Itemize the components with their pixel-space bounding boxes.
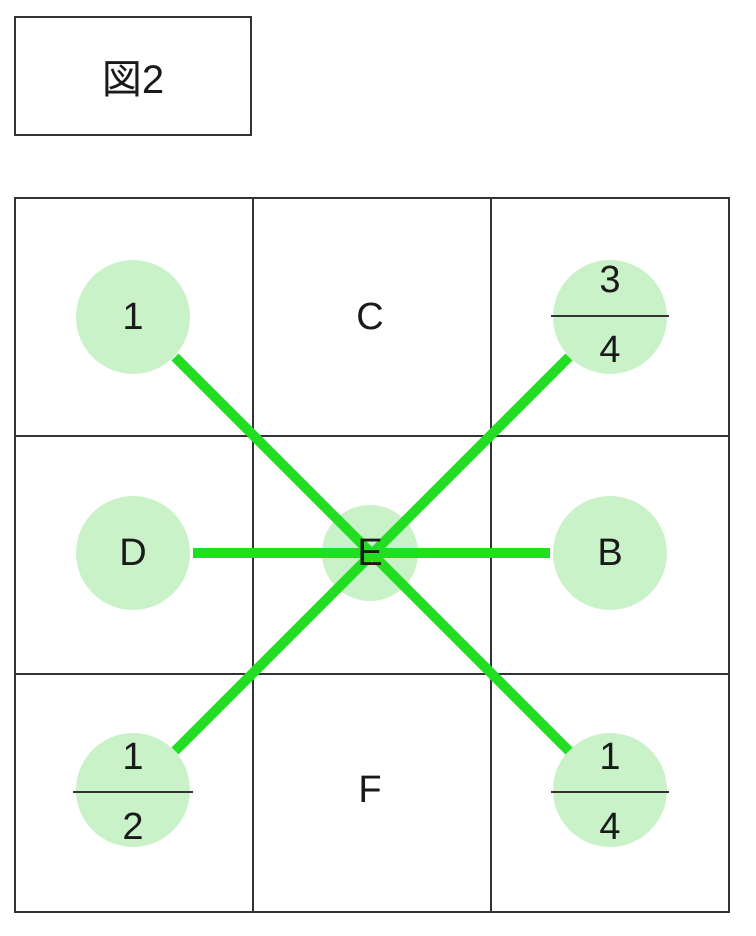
label-top-center: C: [356, 296, 383, 338]
denominator-top-right: 4: [599, 329, 620, 371]
label-middle-left: D: [119, 532, 146, 574]
circle-bottom-left: [76, 733, 190, 847]
figure-title-box: 図2: [14, 16, 252, 136]
numerator-top-right: 3: [599, 259, 620, 301]
figure-title: 図2: [101, 58, 165, 102]
circle-bottom-right: [553, 733, 667, 847]
circle-middle-right: [553, 496, 667, 610]
numerator-bottom-left: 1: [122, 736, 143, 778]
connection-lines: [171, 353, 573, 755]
numerator-bottom-right: 1: [599, 736, 620, 778]
label-bottom-center: F: [358, 769, 381, 811]
circle-middle-left: [76, 496, 190, 610]
denominator-bottom-right: 4: [599, 806, 620, 848]
label-middle-center: E: [357, 532, 382, 574]
denominator-bottom-left: 2: [122, 806, 143, 848]
circle-top-left: [76, 260, 190, 374]
label-middle-right: B: [597, 532, 622, 574]
label-top-left: 1: [122, 296, 143, 338]
